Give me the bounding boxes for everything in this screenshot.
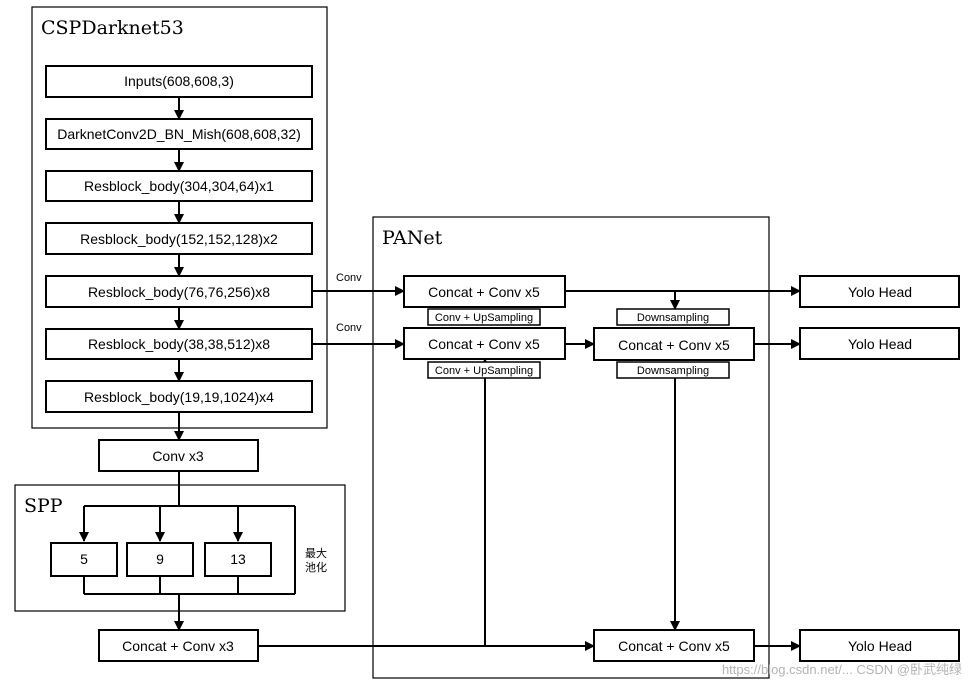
backbone-block-label: Resblock_body(19,19,1024)x4 [84,389,274,405]
conv-x3-block: Conv x3 [98,439,259,472]
backbone-block: Resblock_body(38,38,512)x8 [45,328,313,360]
backbone-group-title: CSPDarknet53 [41,17,184,39]
backbone-block: Resblock_body(19,19,1024)x4 [45,380,313,413]
panet-node-label: Concat + Conv x5 [618,638,730,654]
upsampling-tag: Conv + UpSampling [427,361,541,379]
backbone-block-label: Resblock_body(304,304,64)x1 [84,178,274,194]
pool-size-label: 13 [230,551,246,567]
backbone-block-label: DarknetConv2D_BN_Mish(608,608,32) [57,126,301,142]
panet-concat-node: Concat + Conv x5 [403,327,566,360]
conv-x3-label: Conv x3 [152,448,204,464]
downsampling-tag-label: Downsampling [637,312,709,324]
upsampling-tag-label: Conv + UpSampling [435,312,533,324]
backbone-block: Resblock_body(76,76,256)x8 [45,275,313,308]
backbone-block-label: Resblock_body(152,152,128)x2 [80,231,278,247]
downsampling-tag-label: Downsampling [637,365,709,377]
downsampling-tag: Downsampling [616,361,730,379]
yolo-head-block: Yolo Head [799,629,960,662]
panet-concat-node: Concat + Conv x5 [593,327,755,361]
max-pool-note-line1: 最大 [305,546,327,560]
pool-box: 5 [50,542,118,577]
panet-concat-node: Concat + Conv x5 [403,275,566,308]
yolo-head-block: Yolo Head [799,327,960,360]
spp-group-title: SPP [24,495,63,517]
backbone-block: Resblock_body(304,304,64)x1 [45,170,313,202]
yolo-head-label: Yolo Head [848,336,912,352]
panet-node-label: Concat + Conv x5 [428,336,540,352]
concat-conv-x3-label: Concat + Conv x3 [122,638,234,654]
max-pool-note-line2: 池化 [305,560,327,574]
panet-group-title: PANet [382,227,443,249]
edge-label-conv: Conv [336,272,362,284]
yolo-head-label: Yolo Head [848,638,912,654]
backbone-block-label: Resblock_body(76,76,256)x8 [88,284,270,300]
pool-box: 13 [204,542,272,577]
panet-node-label: Concat + Conv x5 [618,337,730,353]
pool-size-label: 5 [80,551,88,567]
yolo-head-label: Yolo Head [848,284,912,300]
downsampling-tag: Downsampling [616,308,730,326]
panet-node-label: Concat + Conv x5 [428,284,540,300]
pool-box: 9 [126,542,194,577]
concat-conv-x3-block: Concat + Conv x3 [98,629,259,662]
backbone-block: Resblock_body(152,152,128)x2 [45,222,313,255]
upsampling-tag-label: Conv + UpSampling [435,365,533,377]
watermark-text: https://blog.csdn.net/... CSDN @卧武纯绿 [722,662,962,677]
backbone-block-label: Inputs(608,608,3) [124,73,234,89]
panet-concat-node: Concat + Conv x5 [593,629,755,662]
upsampling-tag: Conv + UpSampling [427,308,541,326]
backbone-block: Inputs(608,608,3) [45,65,313,98]
backbone-block-label: Resblock_body(38,38,512)x8 [88,336,270,352]
edge-label-conv: Conv [336,322,362,334]
yolo-head-block: Yolo Head [799,275,960,308]
pool-size-label: 9 [156,551,164,567]
backbone-block: DarknetConv2D_BN_Mish(608,608,32) [45,118,313,150]
